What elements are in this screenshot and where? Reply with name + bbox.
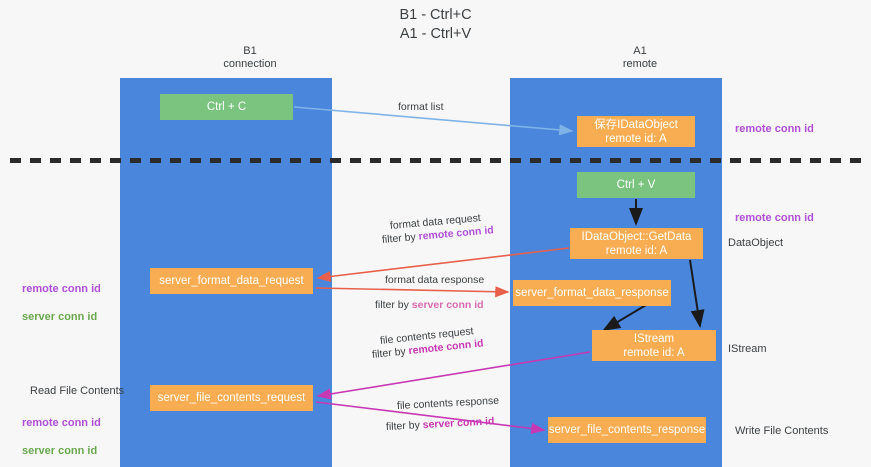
edge-file-contents-response (315, 401, 546, 434)
node-idataobject-getdata[interactable]: IDataObject::GetData remote id: A (570, 228, 703, 259)
filter-by-text: filter by (381, 230, 420, 246)
annotation-server-conn-id-left-2: server conn id (22, 445, 98, 457)
server-conn-id-text: server conn id (411, 299, 484, 311)
annotation-read-file-contents: Read File Contents (30, 385, 125, 397)
edge-label-format-list: format list (398, 101, 444, 113)
annotation-server-conn-id-left: server conn id (22, 311, 98, 323)
annotation-istream: IStream (728, 343, 767, 355)
server-conn-id-text: server conn id (422, 415, 495, 432)
annotation-left-conn-ids: remote conn id server conn id (22, 268, 101, 324)
node-server-file-contents-request[interactable]: server_file_contents_request (150, 385, 313, 411)
edge-getdata-istream (689, 259, 705, 328)
filter-by-text: filter by (375, 299, 412, 311)
section-divider (10, 158, 865, 163)
annotation-write-file-contents: Write File Contents (735, 425, 829, 437)
node-server-format-data-response[interactable]: server_format_data_response (513, 280, 671, 306)
node-server-format-data-request[interactable]: server_format_data_request (150, 268, 313, 294)
node-idataobject[interactable]: 保存IDataObject remote id: A (577, 116, 695, 147)
node-server-file-contents-response[interactable]: server_file_contents_response (548, 417, 706, 443)
edge-label-format-data-response: format data response (385, 274, 485, 286)
column-header-a1: A1 remote (622, 45, 658, 70)
node-istream[interactable]: IStream remote id: A (592, 330, 716, 361)
annotation-dataobject: DataObject (728, 237, 784, 249)
annotation-remote-conn-id-mid: remote conn id (735, 212, 814, 224)
annotation-left-conn-ids-2: remote conn id server conn id (22, 402, 101, 458)
annotation-remote-conn-id-top: remote conn id (735, 123, 814, 135)
edge-file-contents-request (316, 351, 591, 400)
node-ctrl-c[interactable]: Ctrl + C (160, 94, 293, 120)
filter-by-text: filter by (371, 345, 410, 361)
annotation-remote-conn-id-left-2: remote conn id (22, 417, 101, 429)
edge-format-list (293, 106, 574, 136)
edge-format-data-response (315, 286, 510, 298)
annotation-remote-conn-id-left: remote conn id (22, 283, 101, 295)
filter-by-text: filter by (385, 419, 424, 433)
node-ctrl-v[interactable]: Ctrl + V (577, 172, 695, 198)
edge-label-format-data-response-filter: filter by server conn id (375, 298, 484, 312)
diagram-title: B1 - Ctrl+C A1 - Ctrl+V (399, 7, 472, 42)
column-header-b1: B1 connection (223, 45, 277, 70)
edge-format-data-request (316, 247, 570, 283)
